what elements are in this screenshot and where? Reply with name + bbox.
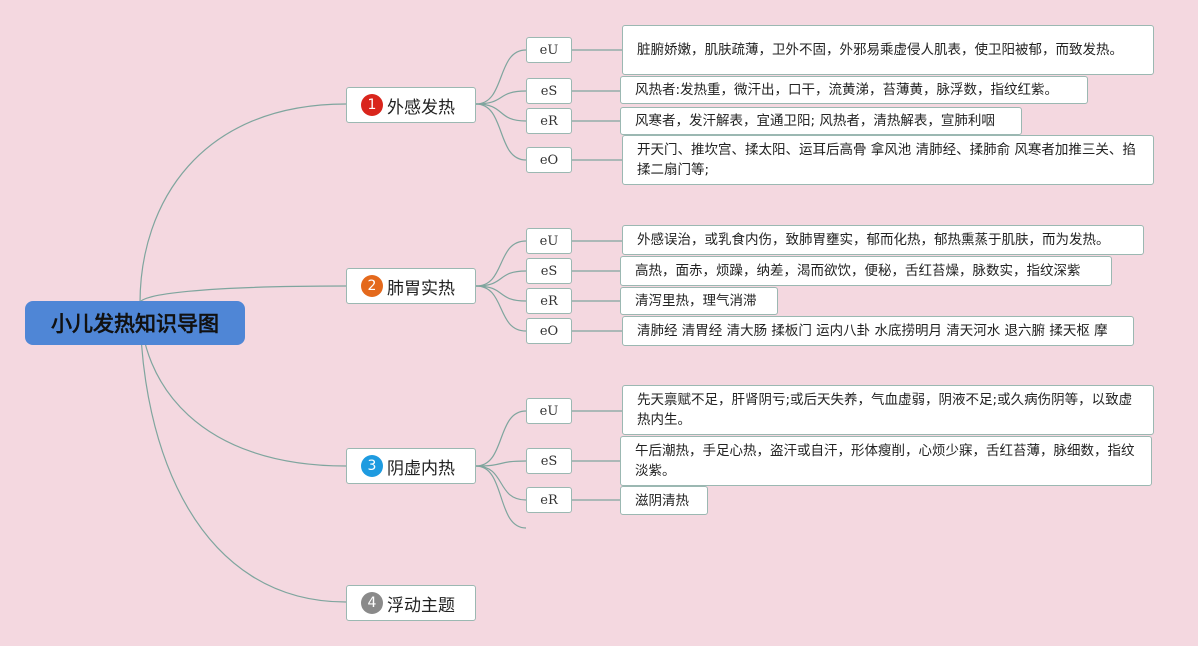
number-badge-icon: 1	[361, 94, 383, 116]
leaf-note[interactable]: 高热，面赤，烦躁，纳差，渴而欲饮，便秘，舌红苔燥，脉数实，指纹深紫	[620, 256, 1112, 286]
tag-eR[interactable]: eR	[526, 288, 572, 314]
branch-topic-4[interactable]: 4 浮动主题	[346, 585, 476, 621]
leaf-note[interactable]: 午后潮热，手足心热，盗汗或自汗，形体瘦削，心烦少寐，舌红苔薄，脉细数，指纹淡紫。	[620, 436, 1152, 486]
leaf-note[interactable]: 开天门、推坎宫、揉太阳、运耳后高骨 拿风池 清肺经、揉肺俞 风寒者加推三关、掐揉…	[622, 135, 1154, 185]
branch-label: 肺胃实热	[387, 278, 455, 299]
branch-label: 浮动主题	[387, 595, 455, 616]
tag-eS[interactable]: eS	[526, 258, 572, 284]
branch-topic-1[interactable]: 1 外感发热	[346, 87, 476, 123]
tag-eU[interactable]: eU	[526, 228, 572, 254]
tag-eO[interactable]: eO	[526, 318, 572, 344]
leaf-note[interactable]: 清泻里热，理气消滞	[620, 287, 778, 315]
number-badge-icon: 3	[361, 455, 383, 477]
tag-eR[interactable]: eR	[526, 108, 572, 134]
tag-eU[interactable]: eU	[526, 37, 572, 63]
tag-eO[interactable]: eO	[526, 147, 572, 173]
branch-label: 外感发热	[387, 97, 455, 118]
root-topic[interactable]: 小儿发热知识导图	[25, 301, 245, 345]
leaf-note[interactable]: 先天禀赋不足，肝肾阴亏;或后天失养，气血虚弱，阴液不足;或久病伤阴等，以致虚热内…	[622, 385, 1154, 435]
leaf-note[interactable]: 风热者:发热重，微汗出，口干，流黄涕，苔薄黄，脉浮数，指纹红紫。	[620, 76, 1088, 104]
number-badge-icon: 4	[361, 592, 383, 614]
leaf-note[interactable]: 滋阴清热	[620, 486, 708, 515]
branch-topic-2[interactable]: 2 肺胃实热	[346, 268, 476, 304]
leaf-note[interactable]: 脏腑娇嫩，肌肤疏薄，卫外不固，外邪易乘虚侵人肌表，使卫阳被郁，而致发热。	[622, 25, 1154, 75]
tag-eU[interactable]: eU	[526, 398, 572, 424]
tag-eS[interactable]: eS	[526, 448, 572, 474]
leaf-note[interactable]: 风寒者，发汗解表，宜通卫阳; 风热者，清热解表，宣肺利咽	[620, 107, 1022, 135]
tag-eR[interactable]: eR	[526, 487, 572, 513]
tag-eS[interactable]: eS	[526, 78, 572, 104]
leaf-note[interactable]: 外感误治，或乳食内伤，致肺胃壅实，郁而化热，郁热熏蒸于肌肤，而为发热。	[622, 225, 1144, 255]
branch-label: 阴虚内热	[387, 458, 455, 479]
branch-topic-3[interactable]: 3 阴虚内热	[346, 448, 476, 484]
number-badge-icon: 2	[361, 275, 383, 297]
leaf-note[interactable]: 清肺经 清胃经 清大肠 揉板门 运内八卦 水底捞明月 清天河水 退六腑 揉天枢 …	[622, 316, 1134, 346]
